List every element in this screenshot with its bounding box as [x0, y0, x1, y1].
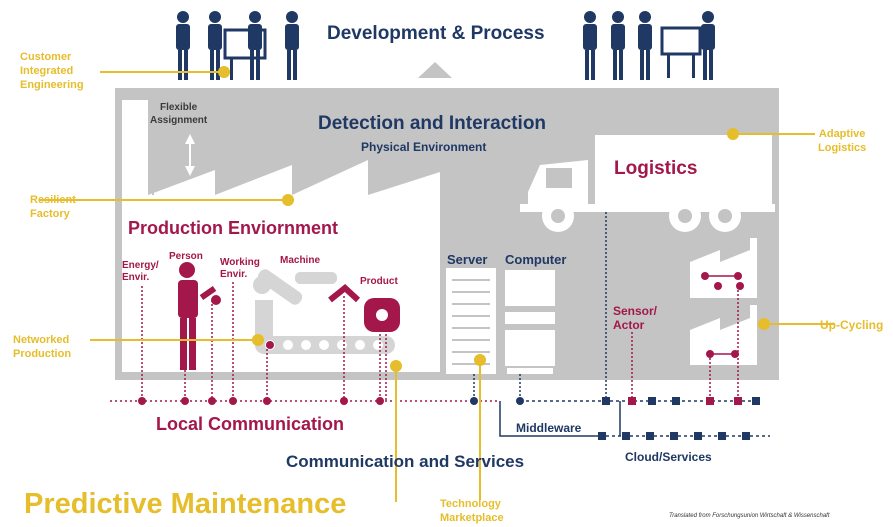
- middleware-label: Middleware: [516, 421, 582, 435]
- local-communication-bus: [110, 397, 524, 405]
- working-env-label: Working Envir.: [220, 257, 260, 280]
- truck-icon: [520, 135, 775, 232]
- local-communication-label: Local Communication: [156, 414, 345, 434]
- development-process-title: Development & Process: [327, 23, 545, 44]
- person-icon: [178, 262, 198, 370]
- cloud-services-label: Cloud/Services: [625, 450, 712, 464]
- wrench-icon: [199, 285, 221, 305]
- computer-label: Computer: [505, 252, 567, 267]
- machine-label: Machine: [280, 255, 321, 266]
- detection-interaction-title: Detection and Interaction: [318, 113, 547, 134]
- dotted-connections: [141, 282, 739, 401]
- technology-marketplace-callout: Technology Marketplace: [440, 498, 504, 524]
- adaptive-logistics-callout: Adaptive Logistics: [818, 128, 867, 154]
- callout-lines: [40, 71, 835, 502]
- footer-credit: Translated from Forschungsunion Wirtscha…: [669, 513, 830, 519]
- predictive-maintenance-title: Predictive Maintenance: [24, 488, 347, 520]
- networked-production-callout: Networked Production: [13, 334, 72, 360]
- conveyor-belt-icon: [255, 336, 395, 354]
- up-cycling-callout: Up-Cycling: [820, 318, 884, 332]
- resilient-factory-callout: Resilient Factory: [30, 194, 76, 220]
- logistics-label: Logistics: [614, 158, 698, 179]
- robot-arm-icon: [253, 269, 337, 338]
- double-arrow-icon: [418, 62, 452, 105]
- people-group-right-icon: [583, 11, 715, 80]
- physical-environment-label: Physical Environment: [361, 140, 487, 154]
- callout-dots: [218, 66, 770, 372]
- middleware-lines: [499, 400, 770, 437]
- flexible-assignment-label: Flexible Assignment: [150, 102, 208, 126]
- cloud-nodes: [598, 397, 760, 440]
- factory-sensor-nodes: [701, 272, 744, 358]
- computer-icon: [505, 270, 555, 374]
- customer-integrated-callout: Customer Integrated Engineering: [20, 51, 84, 91]
- server-label: Server: [447, 252, 488, 267]
- energy-label: Energy/ Envir.: [122, 260, 159, 283]
- production-environment-title: Production Enviornment: [128, 218, 339, 238]
- person-label: Person: [169, 251, 203, 262]
- communication-services-label: Communication and Services: [286, 452, 525, 471]
- people-group-left-icon: [176, 11, 299, 80]
- server-icon: [446, 268, 496, 374]
- sensor-actor-label: Sensor/ Actor: [613, 304, 658, 332]
- product-label: Product: [360, 276, 398, 287]
- production-hall-shape: [122, 100, 440, 372]
- gripper-icon: [328, 284, 361, 303]
- product-icon: [364, 298, 400, 332]
- dotted-connections-navy: [473, 212, 607, 401]
- vertical-arrow-icon: [185, 134, 195, 176]
